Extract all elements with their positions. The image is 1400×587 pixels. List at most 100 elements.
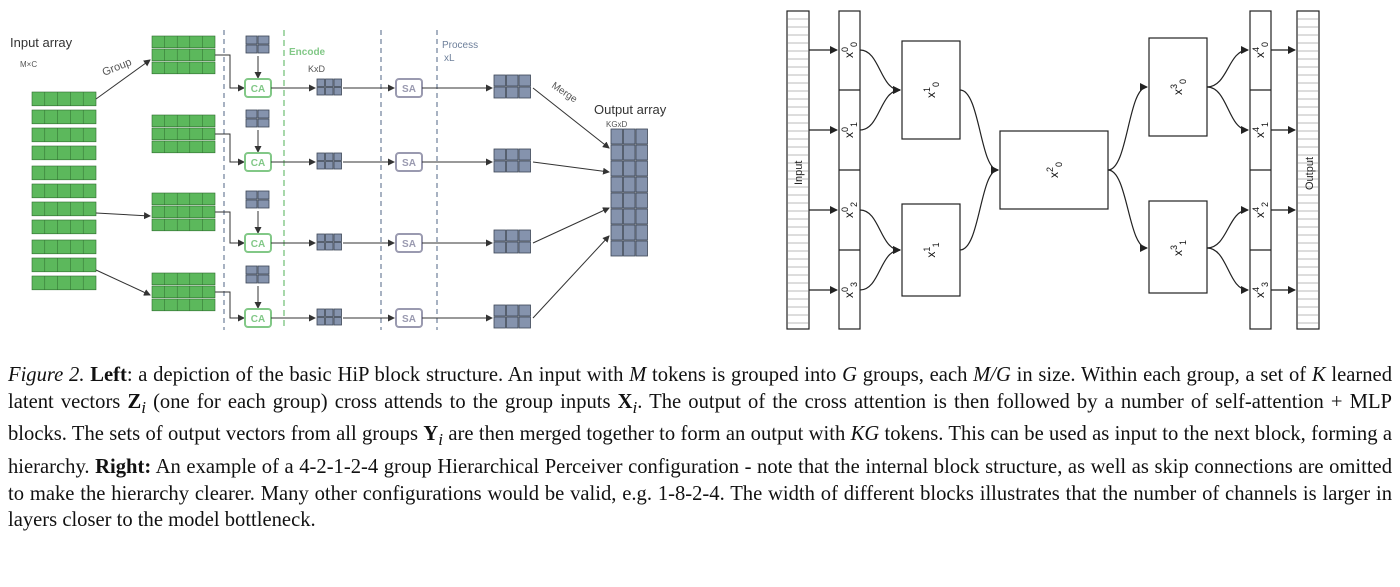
- token-cell: [31, 91, 97, 107]
- token-cell: [151, 35, 216, 49]
- latent-cell: [316, 308, 325, 317]
- latent-cell: [635, 208, 648, 225]
- output-dims-label: KGxD: [606, 120, 628, 129]
- ca-label: CA: [251, 239, 265, 250]
- latent-cell: [610, 224, 623, 241]
- latent-cell: [257, 199, 270, 209]
- figure-caption: Figure 2. Left: a depiction of the basic…: [8, 362, 1392, 534]
- math-bold-var: X: [617, 390, 633, 413]
- x0-label: x02: [840, 202, 859, 218]
- latent-cell: [493, 316, 506, 329]
- math-var: KG: [850, 423, 880, 446]
- figure-number: Figure 2.: [8, 364, 85, 386]
- input-token: [31, 257, 97, 273]
- latent-cell: [506, 86, 519, 99]
- sa-label: SA: [402, 158, 416, 169]
- x4-label: x42: [1251, 202, 1270, 218]
- latent-cell: [257, 190, 270, 200]
- x3-0-block: [1148, 37, 1208, 137]
- latent-cell: [333, 87, 342, 96]
- token-cell: [151, 192, 216, 206]
- latent-cell: [518, 241, 531, 254]
- x0-label: x00: [840, 42, 859, 58]
- caption-left-heading: Left: [90, 364, 127, 386]
- latent-cell: [316, 161, 325, 170]
- processed-latents: [493, 148, 531, 173]
- latent-cell: [333, 233, 342, 242]
- latent-cell: [623, 224, 636, 241]
- token-cell: [31, 275, 97, 291]
- latent-cell: [325, 242, 334, 251]
- input-token: [31, 275, 97, 291]
- latent-cell: [623, 144, 636, 161]
- process-repeat-label: xL: [444, 53, 455, 64]
- input-bar-ticks: [787, 18, 809, 324]
- latent-cell: [325, 78, 334, 87]
- input-token: [31, 219, 97, 235]
- input-array-label: Input array: [10, 35, 73, 50]
- latent-cell: [610, 144, 623, 161]
- group-arrows: [95, 59, 151, 296]
- input-bar-label: Input: [793, 161, 805, 185]
- math-subscript: i: [632, 397, 638, 417]
- latent-cell: [623, 240, 636, 257]
- caption-text: groups, each: [856, 364, 974, 386]
- latent-cell: [518, 148, 531, 161]
- latent-cell: [316, 78, 325, 87]
- math-var: M/G: [973, 364, 1011, 386]
- math-var: M: [629, 364, 647, 386]
- token-cell: [31, 219, 97, 235]
- latent-cell: [257, 44, 270, 54]
- x1-label: x10: [922, 82, 941, 98]
- output-array: [610, 128, 648, 257]
- latent-cell: [635, 176, 648, 193]
- latent-cell: [518, 316, 531, 329]
- latent-cell: [506, 229, 519, 242]
- hip-block-diagram: Input array M×C Group Encode KxD Process…: [10, 30, 667, 330]
- group-to-ca-arrow: [215, 54, 245, 92]
- latent-cell: [493, 86, 506, 99]
- group-arrow: [95, 212, 151, 220]
- ca-label: CA: [251, 84, 265, 95]
- x2-0-block: [999, 130, 1109, 210]
- latent-cell: [257, 118, 270, 128]
- x1-1-block: [901, 203, 961, 297]
- caption-text: tokens is grouped into: [646, 364, 843, 386]
- input-token: [31, 109, 97, 125]
- x2-label: x20: [1045, 162, 1064, 178]
- caption-text: (one for each group) cross attends to th…: [145, 390, 618, 413]
- latent-cell: [245, 44, 258, 54]
- process-label: Process: [442, 40, 478, 51]
- latent-cell: [518, 229, 531, 242]
- latent-cell: [635, 224, 648, 241]
- latent-cell: [325, 308, 334, 317]
- latent-cell: [333, 308, 342, 317]
- latent-cell: [245, 190, 258, 200]
- latent-cell: [623, 160, 636, 177]
- token-cell: [151, 298, 216, 312]
- latent-cell: [610, 192, 623, 209]
- caption-right-heading: Right:: [95, 456, 152, 478]
- latent-cell: [610, 176, 623, 193]
- latent-cell: [316, 317, 325, 326]
- processed-latents: [493, 304, 531, 329]
- latent-cell: [316, 242, 325, 251]
- token-cell: [31, 127, 97, 143]
- encode-label: Encode: [289, 47, 326, 58]
- latent-cell: [518, 74, 531, 87]
- output-token-array: [532, 87, 648, 319]
- latent-cell: [506, 316, 519, 329]
- latent-cell: [623, 176, 636, 193]
- latent-cell: [333, 242, 342, 251]
- grouped-tokens: [151, 114, 216, 154]
- latent-cell: [518, 304, 531, 317]
- input-token: [31, 201, 97, 217]
- token-cell: [31, 183, 97, 199]
- math-subscript: i: [438, 430, 444, 450]
- latent-cell: [635, 144, 648, 161]
- latent-cell: [493, 74, 506, 87]
- latent-cell: [623, 128, 636, 145]
- latent-cell: [333, 317, 342, 326]
